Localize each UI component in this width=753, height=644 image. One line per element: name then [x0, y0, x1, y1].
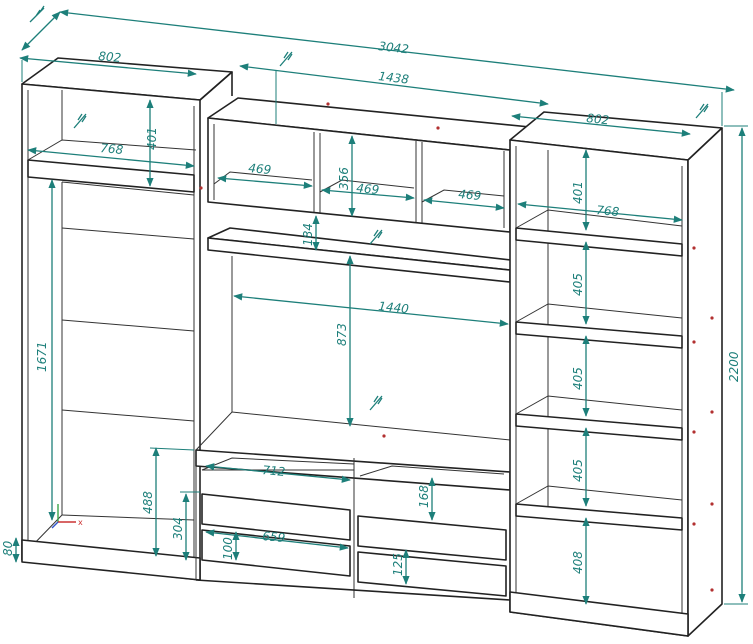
- dim-right-shelf-2: 405: [571, 273, 585, 296]
- dim-total-width: 3042: [378, 39, 410, 56]
- svg-text:x: x: [78, 518, 83, 527]
- right-shelf-2: [515, 321, 683, 349]
- right-plinth: [509, 591, 689, 637]
- drawer-right-upper: [357, 515, 507, 561]
- dim-left-top-shelf: 401: [145, 127, 159, 150]
- dimension-lines: [12, 9, 748, 605]
- dim-middle-width: 1438: [378, 69, 410, 87]
- dim-total-height: 2200: [727, 351, 741, 382]
- axis-gizmo-icon: x: [51, 504, 83, 529]
- dim-wall-cell-2: 469: [356, 181, 380, 197]
- right-side-panel: [687, 127, 723, 637]
- dim-left-door: 1671: [35, 341, 49, 372]
- dim-left-inner-width: 768: [100, 141, 124, 157]
- dim-tv-niche-height: 873: [335, 323, 349, 346]
- drawer-left-upper: [201, 493, 351, 541]
- dim-open-shelf: 184: [301, 223, 315, 246]
- dim-left-base: 80: [1, 540, 15, 556]
- right-bookcase: [509, 111, 723, 637]
- dim-right-shelf-5: 408: [571, 551, 585, 574]
- thickness-marker-icon: [29, 5, 709, 411]
- dim-wall-cell-height: 356: [337, 167, 351, 190]
- right-shelf-4: [515, 503, 683, 531]
- dim-tv-stand-height: 488: [141, 491, 155, 514]
- right-shelf-1: [515, 227, 683, 257]
- dim-tv-niche-width: 1440: [378, 299, 410, 316]
- dim-tv-stand-width: 712: [262, 463, 286, 479]
- dim-drawer-width: 659: [262, 529, 286, 545]
- dim-right-inner-width: 768: [596, 203, 620, 219]
- dim-right-shelf-3: 405: [571, 367, 585, 390]
- dim-left-case-width: 802: [98, 49, 122, 65]
- left-wardrobe: [21, 57, 233, 581]
- dim-wall-cell-3: 469: [458, 187, 482, 203]
- dim-right-shelf-4: 405: [571, 459, 585, 482]
- drawer-right-lower: [357, 551, 507, 597]
- dimension-labels: 3042 802 1438 802 768 401 1671 80 469 46…: [1, 39, 741, 576]
- dim-drawer-front: 100: [221, 537, 235, 560]
- dim-right-case-width: 802: [586, 111, 610, 127]
- dim-drawer-height: 168: [417, 485, 431, 508]
- dim-right-shelf-1: 401: [571, 181, 585, 204]
- right-shelf-3: [515, 413, 683, 441]
- dim-wall-cell-1: 469: [248, 161, 272, 177]
- dim-drawer-lower: 125: [391, 553, 405, 576]
- dim-drawer-block: 304: [171, 517, 185, 540]
